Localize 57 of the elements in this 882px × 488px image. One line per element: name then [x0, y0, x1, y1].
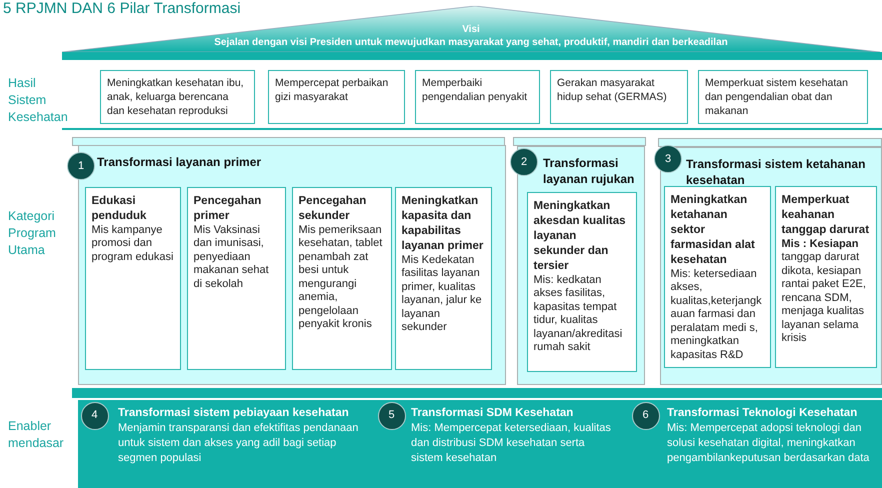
number-badge: 2	[510, 148, 538, 176]
box-heading: Pencegahan primer	[194, 194, 262, 224]
box-text: Meningkatkan kesehatan ibu, anak, keluarga berencana dan kesehatan reproduksi	[107, 76, 245, 118]
program-box	[394, 186, 492, 370]
box-heading: Meningkatkan kapasita dan kapabilitas layanan primer	[402, 194, 484, 254]
box-text: Mis: Mempercepat ketersediaan, kualitas dan distribusi SDM kesehatan serta sistem kesehatan	[411, 421, 612, 466]
vision-text: Sejalan dengan visi Presiden untuk mewujudkan masyarakat yang sehat, produktif, mandiri dan berkeadilan	[214, 36, 728, 49]
program-box	[526, 192, 636, 372]
box-text: Mis: Mempercepat adopsi teknologi dan solusi kesehatan digital, meningkatkan pengambilankeputusan berdasarkan data	[667, 421, 870, 466]
number-badge: 5	[378, 402, 406, 430]
box-text: Memperbaiki pengendalian penyakit	[422, 76, 528, 104]
pillar-panel	[660, 147, 882, 385]
outcome-box	[698, 70, 868, 124]
program-box	[84, 186, 180, 370]
box-heading: Meningkatkan akesdan kualitas layanan sekunder dan tersier	[534, 198, 627, 274]
box-heading: Memperkuat keahanan tanggap darurat	[782, 192, 870, 238]
box-heading: Pencegahan sekunder	[298, 194, 368, 224]
box-text: Mis : Kesiapan tanggap darurat dikota, kesiapan rantai paket E2E, rencana SDM, menjaga kualitas layanan selama krisis	[782, 238, 867, 346]
box-text: Mis: kedkatan akses fasilitas, kapasitas tempat tidur, kualitas layanan/akreditasi rumah sakit	[534, 274, 624, 354]
box-text: Gerakan masyarakat hidup sehat (GERMAS)	[557, 76, 668, 104]
pillar-title: Transformasi sistem ketahanan kesehatan	[686, 156, 866, 188]
outcome-box	[100, 70, 255, 124]
row-label: Enabler mendasar	[8, 418, 65, 452]
pillar-panel	[78, 145, 506, 385]
program-box	[774, 186, 876, 368]
row-label: Kategori Program Utama	[8, 208, 57, 259]
pillar-title: Transformasi layanan rujukan	[543, 155, 636, 187]
box-heading: Edukasi penduduk	[92, 194, 148, 224]
box-text: Mis Kedekatan fasilitas layanan primer, kualitas layanan, jalur ke layanan sekunder	[402, 254, 483, 334]
box-text: Mis kampanye promosi dan program edukasi	[92, 224, 174, 264]
vision-heading: Visi	[462, 23, 480, 36]
pillar-panel	[517, 146, 645, 385]
row-label: Hasil Sistem Kesehatan	[8, 75, 69, 126]
number-badge: 3	[654, 145, 682, 173]
outcome-box	[415, 70, 540, 124]
outcome-box	[268, 70, 405, 124]
outcome-box	[550, 70, 688, 124]
box-text: Mempercepat perbaikan gizi masyarakat	[275, 76, 390, 104]
number-badge: 4	[80, 402, 108, 430]
box-text: Mis: ketersediaan akses, kualitas,keterjangkauan farmasi dan peralatam medi s, meningkatkan kapasitas R&D	[670, 268, 763, 362]
box-text: Mis Vaksinasi dan imunisasi, penyediaan makanan sehat di sekolah	[194, 224, 270, 291]
program-box	[186, 186, 286, 370]
number-badge: 1	[67, 152, 95, 180]
box-text: Memperkuat sistem kesehatan dan pengendalian obat dan makanan	[705, 76, 849, 118]
box-heading: Meningkatkan ketahanan sektor farmasidan alat kesehatan	[670, 192, 756, 268]
number-badge: 6	[632, 402, 660, 430]
enabler-panel	[620, 400, 882, 488]
program-box	[292, 186, 392, 370]
box-heading: Transformasi Teknologi Kesehatan	[667, 406, 858, 421]
box-heading: Transformasi SDM Kesehatan	[411, 406, 574, 421]
program-box	[664, 186, 770, 368]
box-text: Menjamin transparansi dan efektifitas pendanaan untuk sistem dan akses yang adil bagi setiap segmen populasi	[118, 421, 360, 466]
diagram-title: 5 RPJMN DAN 6 Pilar Transformasi	[3, 0, 241, 17]
enabler-panel	[78, 400, 368, 488]
box-text: Mis pemeriksaan kesehatan, tablet penambah zat besi untuk mengurangi anemia, pengelolaan penyakit kronis	[298, 224, 384, 332]
box-heading: Transformasi sistem pebiayaan kesehatan	[118, 406, 349, 421]
pillar-title: Transformasi layanan primer	[97, 154, 262, 170]
